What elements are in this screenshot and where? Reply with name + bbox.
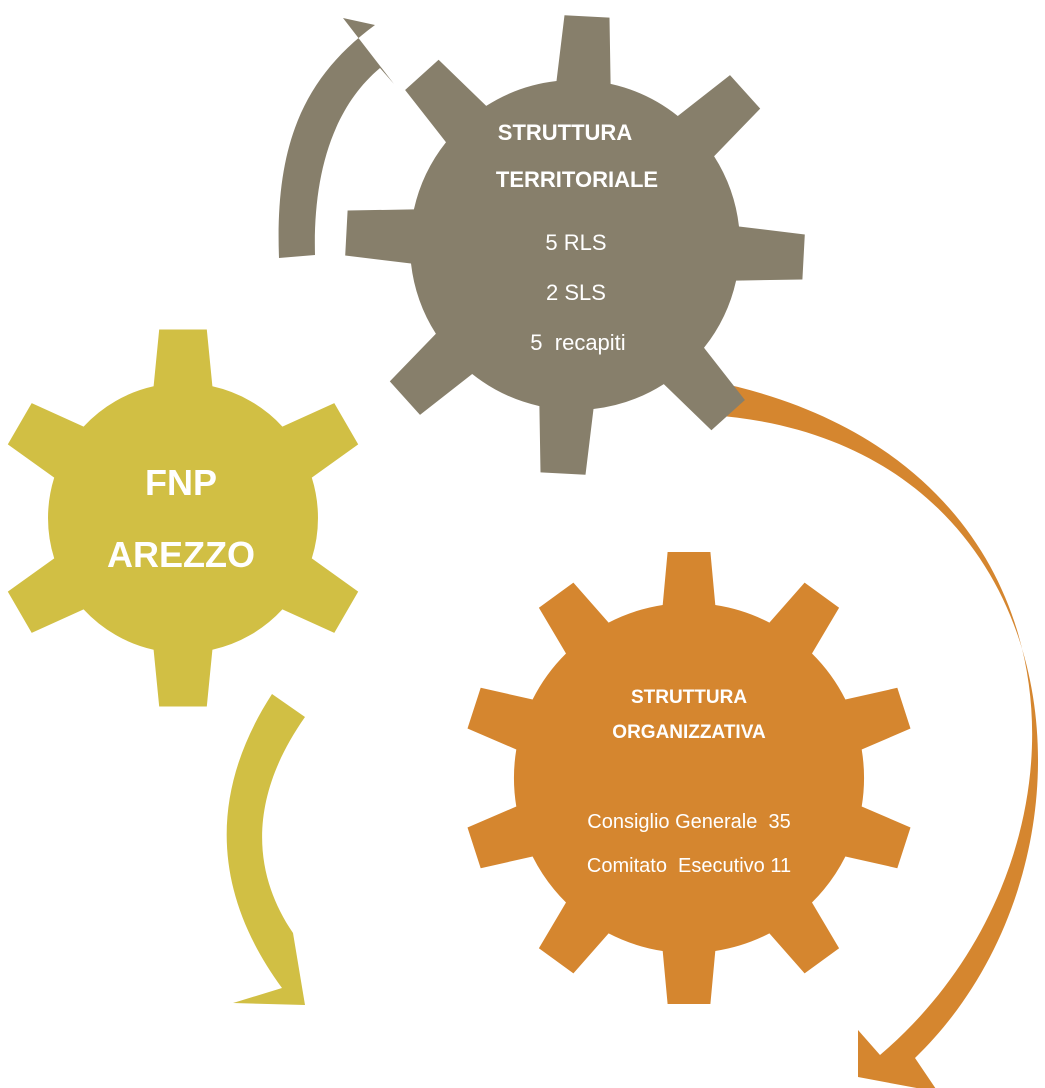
fnp-title-line2: AREZZO [107, 534, 255, 575]
organizzativa-title-line1: STRUTTURA [631, 687, 747, 708]
organizzativa-title-line2: ORGANIZZATIVA [612, 722, 766, 743]
territoriale-item-recapiti: 5 recapiti [530, 330, 625, 355]
orange-gear [467, 552, 911, 1004]
fnp-title-line1: FNP [145, 462, 217, 503]
territoriale-item-sls: 2 SLS [546, 280, 606, 305]
gray-gear [345, 15, 805, 475]
territoriale-item-rls: 5 RLS [545, 230, 606, 255]
organizzativa-item-comitato: Comitato Esecutivo 11 [587, 855, 791, 877]
organizzativa-item-consiglio: Consiglio Generale 35 [587, 811, 790, 833]
olive-cycle-arrow [226, 694, 305, 1005]
territoriale-title-line2: TERRITORIALE [496, 167, 658, 192]
olive-gear [7, 329, 359, 707]
territoriale-title-line1: STRUTTURA [498, 120, 633, 145]
gray-cycle-arrow [278, 18, 394, 258]
